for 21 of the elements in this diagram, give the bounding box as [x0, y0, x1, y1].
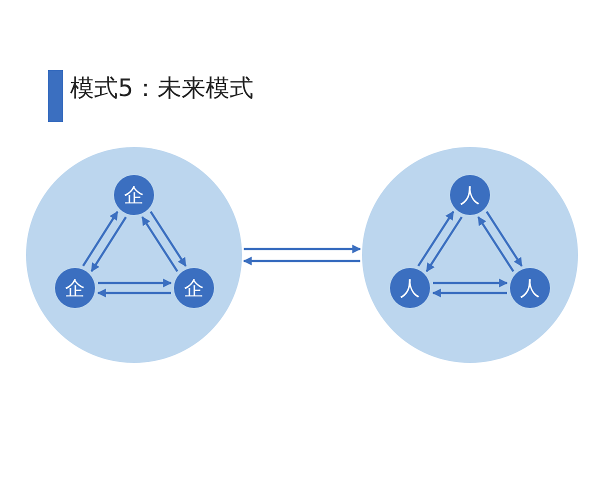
circle-node: 企 — [174, 268, 214, 308]
arrow — [432, 288, 507, 298]
arrow — [433, 278, 508, 288]
arrow — [417, 210, 454, 267]
arrow — [486, 211, 523, 267]
arrow — [244, 244, 362, 254]
circle-node: 企 — [114, 175, 154, 215]
circle-node: 人 — [390, 268, 430, 308]
arrow — [426, 216, 463, 272]
arrow — [141, 216, 178, 272]
title: 模式5：未来模式 — [70, 73, 254, 104]
arrow — [98, 278, 172, 288]
arrow — [150, 211, 187, 267]
circle-node: 人 — [510, 268, 550, 308]
arrow — [477, 216, 514, 272]
circle-node: 企 — [55, 268, 95, 308]
arrow — [242, 256, 360, 266]
arrow — [90, 216, 127, 272]
arrow — [97, 288, 171, 298]
arrow — [82, 211, 118, 266]
circle-node: 人 — [450, 175, 490, 215]
